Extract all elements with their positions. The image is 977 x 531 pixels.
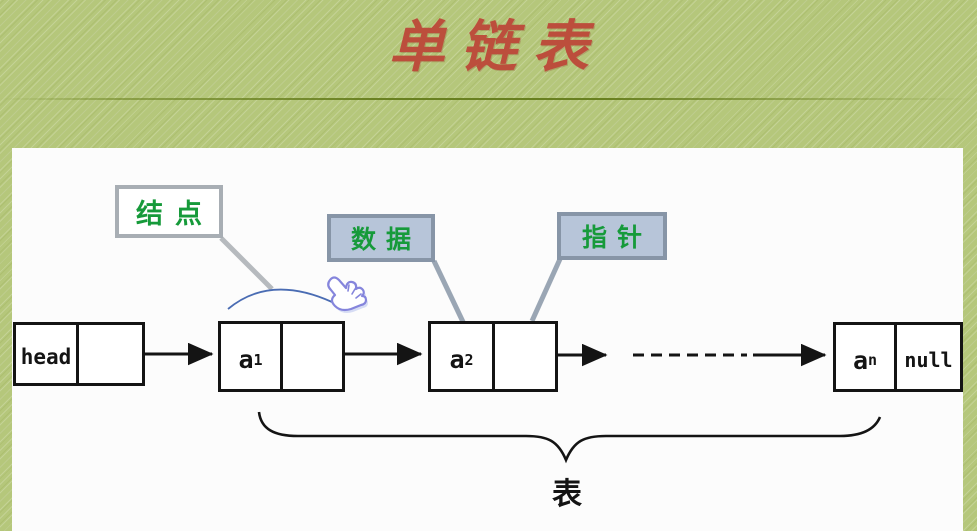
node-a2-pointer-cell bbox=[495, 324, 555, 389]
page-title: 单链表 bbox=[388, 14, 605, 80]
node-a1-pointer-cell bbox=[283, 324, 342, 389]
node-a2-value: a bbox=[449, 345, 465, 374]
callout-data: 数据 bbox=[327, 214, 435, 262]
head-node-pointer-cell bbox=[79, 325, 142, 383]
head-node-data-cell: head bbox=[16, 325, 79, 383]
callout-pointer-label: 指针 bbox=[581, 223, 652, 252]
callout-pointer: 指针 bbox=[557, 212, 667, 260]
node-a1-value: a bbox=[238, 345, 254, 374]
title-divider bbox=[0, 98, 977, 100]
callout-node-label: 结点 bbox=[136, 199, 214, 230]
node-an-value: a bbox=[852, 345, 869, 375]
callout-node: 结点 bbox=[115, 185, 223, 238]
callout-data-label: 数据 bbox=[350, 225, 421, 254]
node-an-pointer-cell: null bbox=[904, 348, 953, 372]
head-node: head bbox=[13, 322, 145, 386]
list-label: 表 bbox=[552, 477, 582, 512]
